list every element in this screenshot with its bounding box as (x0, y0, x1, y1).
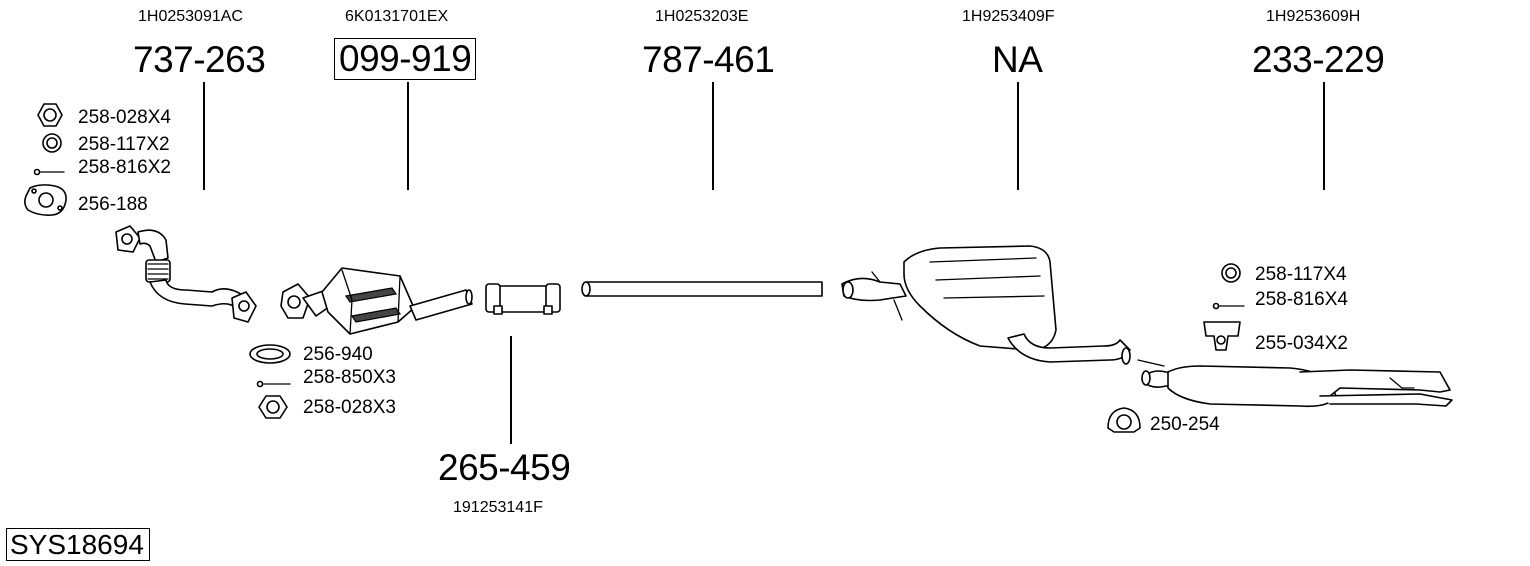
middle-silencer-icon (841, 245, 1131, 365)
part-number-middle-silencer[interactable]: NA (992, 39, 1043, 80)
accessory-label-bolt-cat[interactable]: 258-850X3 (303, 367, 396, 388)
oem-number-front-pipe: 1H0253091AC (138, 8, 243, 25)
bolt-cat-icon (256, 380, 291, 388)
accessory-label-bracket[interactable]: 255-034X2 (1255, 333, 1348, 354)
catalytic-converter-icon (280, 267, 473, 335)
part-number-connector[interactable]: 265-459 (438, 447, 571, 488)
part-number-front-pipe[interactable]: 737-263 (133, 39, 266, 80)
accessory-label-seal-ring[interactable]: 256-940 (303, 344, 373, 365)
accessory-label-gasket[interactable]: 256-188 (78, 194, 148, 215)
accessory-label-nut-cat[interactable]: 258-028X3 (303, 397, 396, 418)
nut-cat-icon (258, 395, 288, 419)
bolt-icon (33, 168, 65, 176)
bracket-icon (1203, 321, 1241, 351)
accessory-label-ring-rear[interactable]: 258-117X4 (1255, 264, 1347, 285)
seal-ring-icon (249, 344, 291, 364)
clamp-icon (1107, 407, 1141, 433)
accessory-label-bolt-rear[interactable]: 258-816X4 (1255, 289, 1348, 310)
part-number-middle-pipe[interactable]: 787-461 (642, 39, 775, 80)
oem-number-middle-pipe: 1H0253203E (655, 8, 749, 25)
ring-icon (42, 133, 62, 153)
front-pipe-icon (115, 225, 257, 323)
nut-icon (37, 103, 63, 127)
connector-sleeve-icon (485, 283, 561, 315)
bolt-rear-icon (1212, 302, 1245, 310)
rear-silencer-icon (1137, 359, 1453, 408)
gasket-icon (24, 184, 67, 216)
part-number-rear-silencer[interactable]: 233-229 (1252, 39, 1385, 80)
accessory-label-clamp[interactable]: 250-254 (1150, 414, 1220, 435)
part-number-catalyst[interactable]: 099-919 (334, 38, 477, 80)
ring-rear-icon (1221, 263, 1241, 283)
oem-number-middle-silencer: 1H9253409F (962, 8, 1055, 25)
oem-number-rear-silencer: 1H9253609H (1266, 8, 1361, 25)
accessory-label-nut[interactable]: 258-028X4 (78, 107, 171, 128)
oem-number-catalyst: 6K0131701EX (345, 8, 449, 25)
middle-pipe-icon (581, 281, 823, 297)
accessory-label-ring[interactable]: 258-117X2 (78, 134, 170, 155)
accessory-label-bolt[interactable]: 258-816X2 (78, 157, 171, 178)
oem-number-connector: 191253141F (453, 499, 543, 516)
system-code-box: SYS18694 (6, 528, 150, 561)
